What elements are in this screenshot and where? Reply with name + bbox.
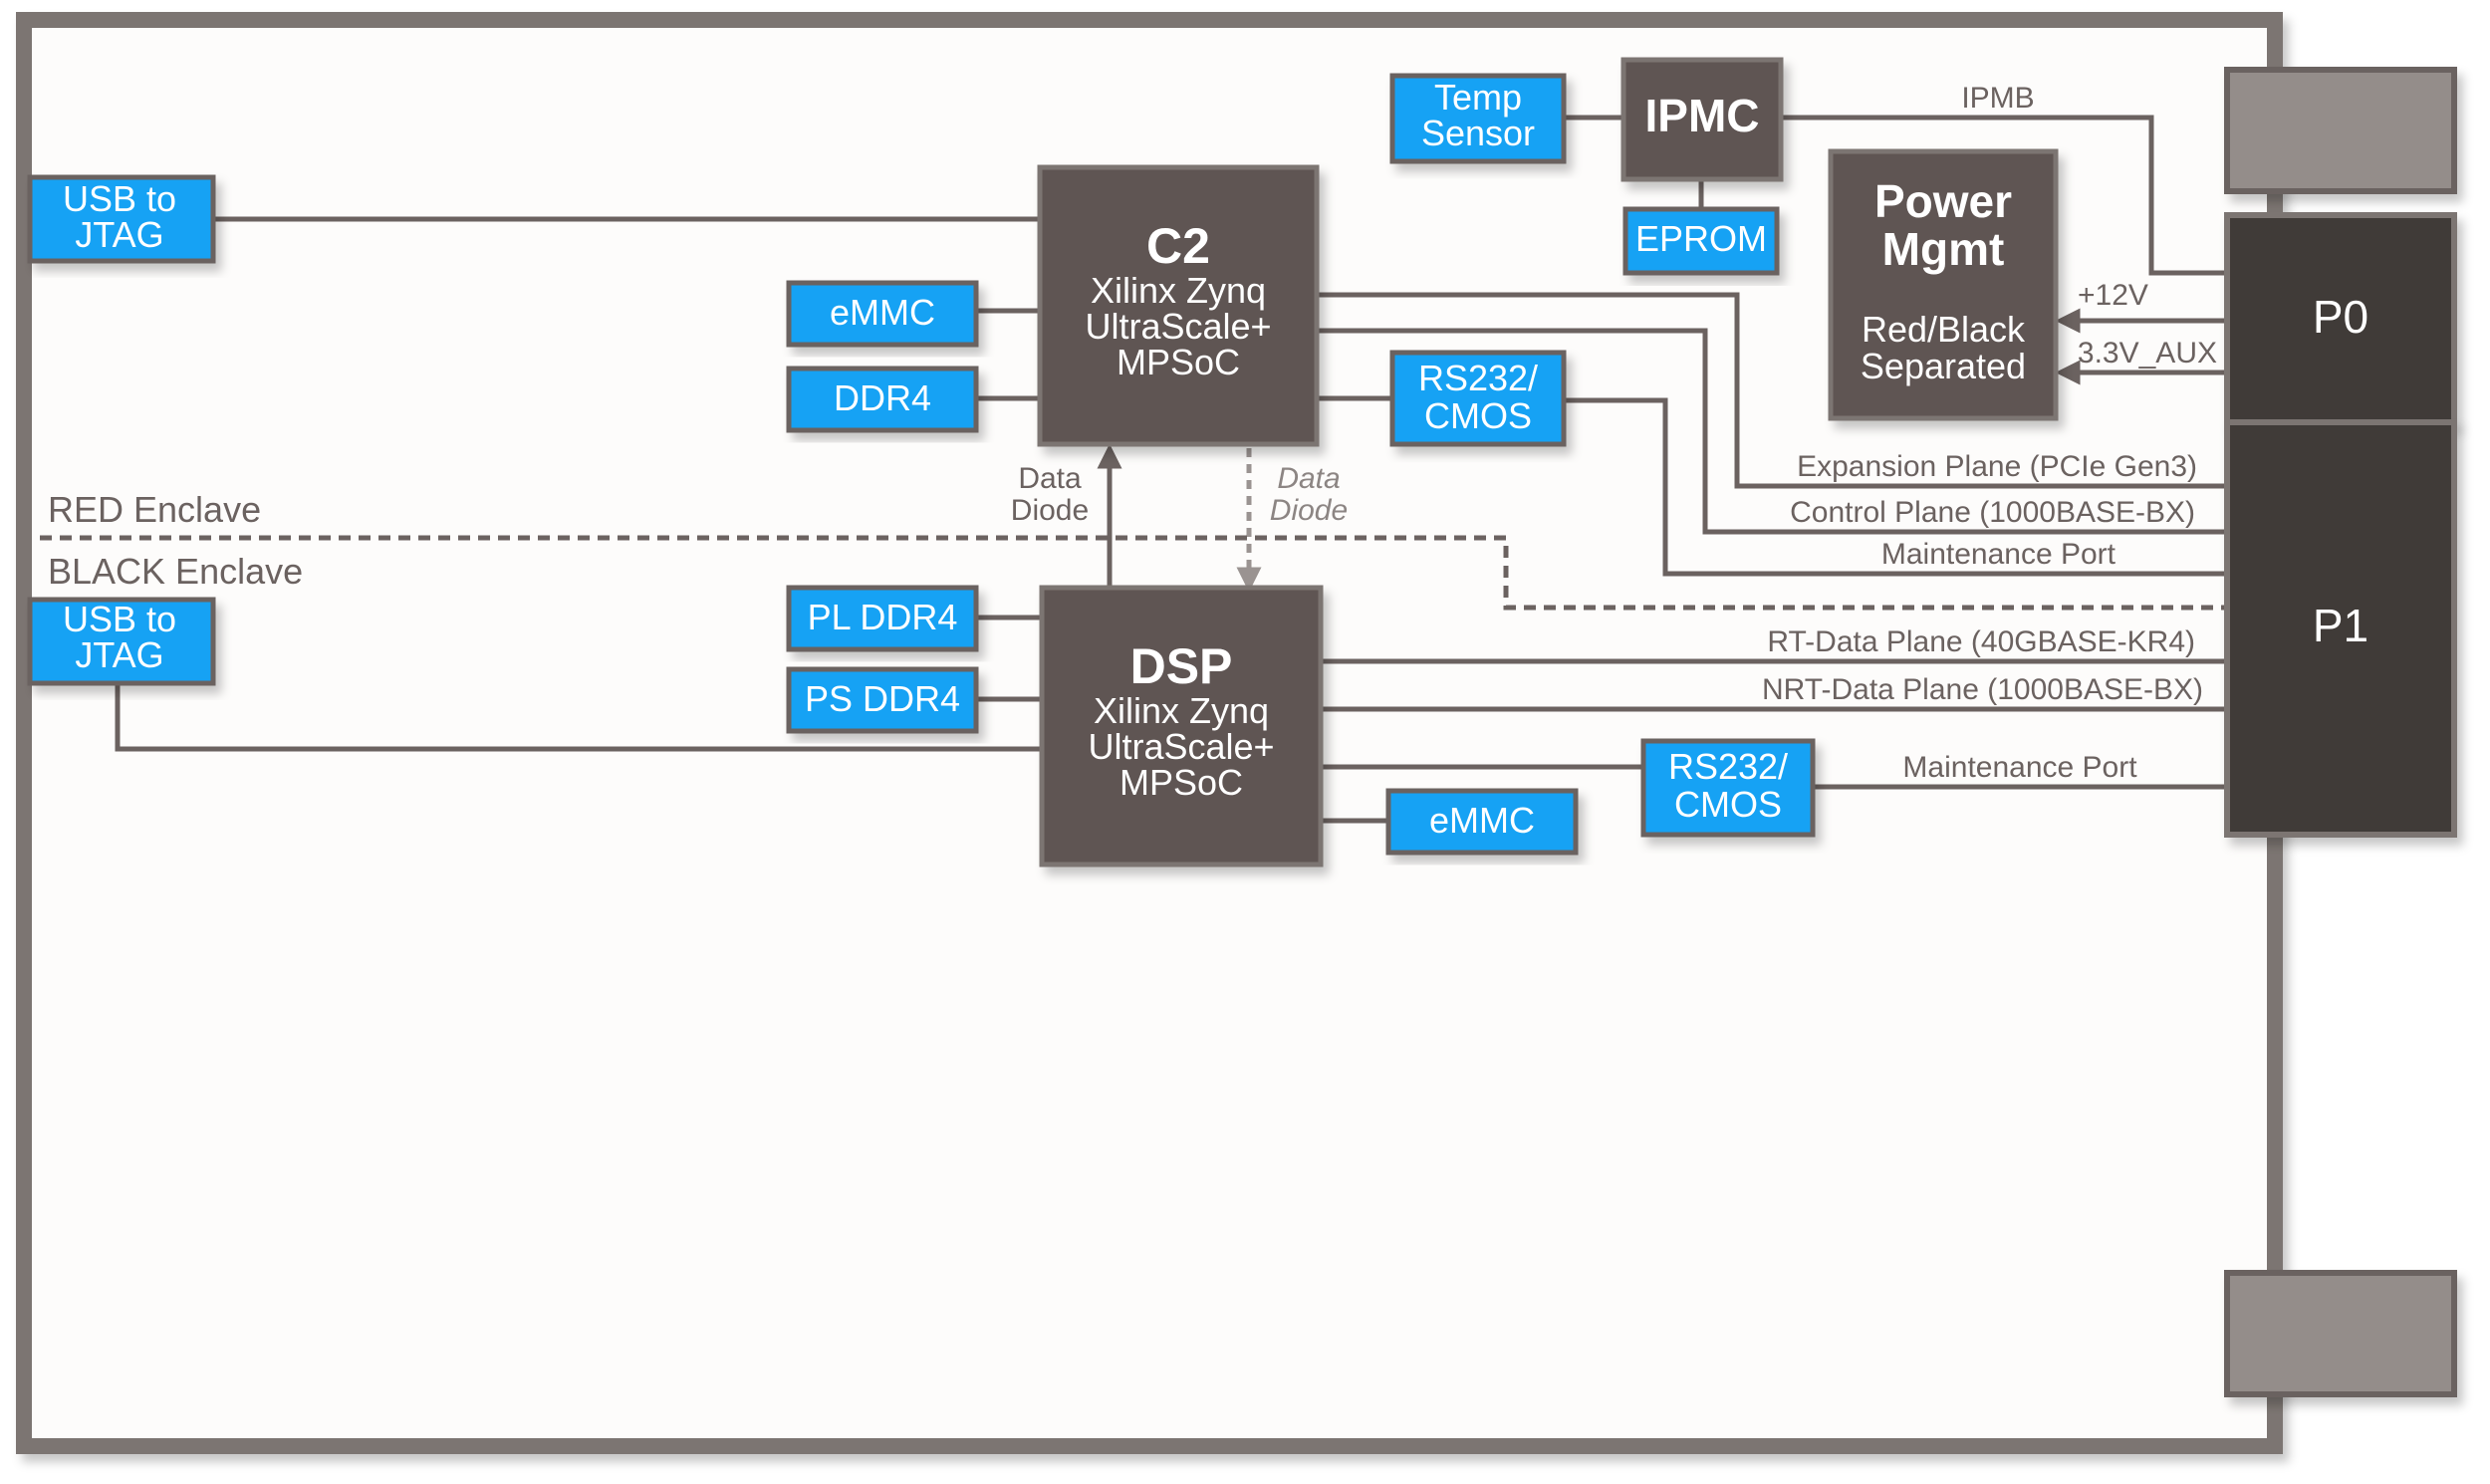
svg-text:RS232/CMOS: RS232/CMOS [1418, 358, 1538, 436]
dsp-sub3: MPSoC [1120, 762, 1243, 803]
dsp-sub1: Xilinx Zynq [1094, 690, 1269, 731]
ipmb-label: IPMB [1961, 82, 2034, 115]
pl-ddr4-label: PL DDR4 [808, 597, 958, 637]
top-latch [2224, 67, 2457, 194]
black-enclave-label: BLACK Enclave [48, 551, 303, 592]
emmc-dsp-label: eMMC [1429, 800, 1535, 841]
usb-jtag-red-line1: USB to [63, 178, 176, 219]
p1-label: P1 [2313, 600, 2368, 651]
data-diode-down-line2: Diode [1270, 494, 1348, 527]
power-mgmt-block [1828, 148, 2059, 421]
nrt-data-plane-label: NRT-Data Plane (1000BASE-BX) [1762, 673, 2203, 706]
ps-ddr4-block [786, 666, 979, 734]
ddr4-c2-block [786, 366, 979, 433]
v12-label: +12V [2078, 279, 2148, 312]
emmc-c2-label: eMMC [830, 292, 935, 333]
emmc-dsp-block [1385, 788, 1579, 856]
ddr4-c2-label: DDR4 [834, 377, 931, 418]
c2-title: C2 [1146, 218, 1210, 274]
usb-jtag-red-block [27, 174, 216, 264]
enclave-boundary [40, 535, 2227, 611]
c2-block [1037, 164, 1320, 447]
pl-ddr4-block [786, 585, 979, 652]
usb-jtag-red-line2: JTAG [75, 214, 163, 255]
p0-label: P0 [2313, 291, 2368, 343]
wires [115, 115, 2227, 824]
eprom-block [1622, 206, 1780, 276]
data-diode-up-line2: Diode [1011, 494, 1089, 527]
temp-sensor-line1: Temp [1434, 77, 1522, 118]
p1-connector [2224, 419, 2457, 838]
svg-text:RS232/CMOS: RS232/CMOS [1668, 746, 1788, 825]
rs232-dsp-line2: CMOS [1674, 784, 1782, 825]
dsp-maintenance-port-label: Maintenance Port [1902, 751, 2137, 784]
c2-maintenance-port-label: Maintenance Port [1881, 538, 2116, 571]
dsp-block [1039, 585, 1324, 867]
power-mgmt-sub1: Red/Black [1862, 309, 2026, 350]
usb-jtag-black-line2: JTAG [75, 634, 163, 675]
power-mgmt-title1: Power [1874, 175, 2012, 227]
rs232-c2-block [1389, 350, 1567, 447]
control-plane-label: Control Plane (1000BASE-BX) [1790, 496, 2195, 529]
ps-ddr4-label: PS DDR4 [805, 678, 960, 719]
ipmc-block [1620, 57, 1784, 182]
expansion-plane-label: Expansion Plane (PCIe Gen3) [1797, 450, 2197, 483]
rs232-dsp-line1: RS232/ [1668, 746, 1788, 787]
eprom-label: EPROM [1635, 218, 1767, 259]
power-mgmt-title2: Mgmt [1882, 223, 2005, 275]
rs232-c2-line1: RS232/ [1418, 358, 1538, 398]
temp-sensor-line2: Sensor [1421, 113, 1535, 153]
emmc-c2-block [786, 280, 979, 348]
c2-sub3: MPSoC [1117, 342, 1240, 382]
ipmc-label: IPMC [1645, 90, 1760, 141]
rt-data-plane-label: RT-Data Plane (40GBASE-KR4) [1767, 625, 2195, 658]
c2-sub1: Xilinx Zynq [1091, 270, 1266, 311]
red-enclave-label: RED Enclave [48, 489, 261, 530]
bottom-latch [2224, 1270, 2457, 1397]
usb-jtag-black-line1: USB to [63, 599, 176, 639]
power-mgmt-sub2: Separated [1861, 346, 2026, 386]
temp-sensor-block [1389, 73, 1567, 164]
rs232-c2-line2: CMOS [1424, 395, 1532, 436]
dsp-sub2: UltraScale+ [1088, 726, 1274, 767]
usb-jtag-black-block [27, 597, 216, 686]
rs232-dsp-block [1640, 738, 1816, 838]
v33aux-label: 3.3V_AUX [2078, 337, 2217, 370]
data-diode-up-line1: Data [1018, 462, 1082, 495]
p0-connector [2224, 212, 2457, 425]
data-diode-down-line1: Data [1277, 462, 1340, 495]
dsp-title: DSP [1130, 638, 1233, 694]
c2-sub2: UltraScale+ [1085, 306, 1271, 347]
